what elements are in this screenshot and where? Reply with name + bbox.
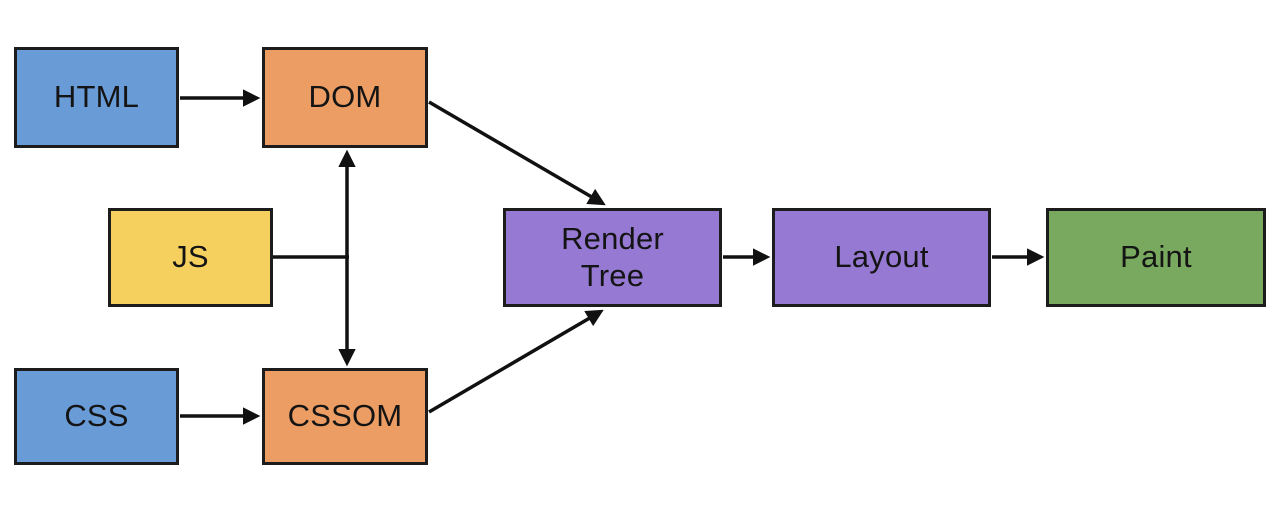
node-paint: Paint bbox=[1046, 208, 1266, 307]
node-js: JS bbox=[108, 208, 273, 307]
node-css-label: CSS bbox=[64, 398, 129, 434]
node-render-tree: Render Tree bbox=[503, 208, 722, 307]
node-layout-label: Layout bbox=[834, 239, 929, 275]
node-cssom: CSSOM bbox=[262, 368, 428, 465]
node-layout: Layout bbox=[772, 208, 991, 307]
node-css: CSS bbox=[14, 368, 179, 465]
node-cssom-label: CSSOM bbox=[287, 398, 403, 434]
edge-dom-to-render-tree bbox=[428, 100, 606, 206]
node-js-label: JS bbox=[172, 239, 209, 275]
node-paint-label: Paint bbox=[1120, 239, 1192, 275]
node-dom-label: DOM bbox=[308, 79, 382, 115]
node-render-tree-label: Render Tree bbox=[561, 220, 664, 293]
node-html: HTML bbox=[14, 47, 179, 148]
node-dom: DOM bbox=[262, 47, 428, 148]
edge-cssom-to-render-tree bbox=[428, 309, 604, 414]
node-html-label: HTML bbox=[53, 79, 140, 115]
